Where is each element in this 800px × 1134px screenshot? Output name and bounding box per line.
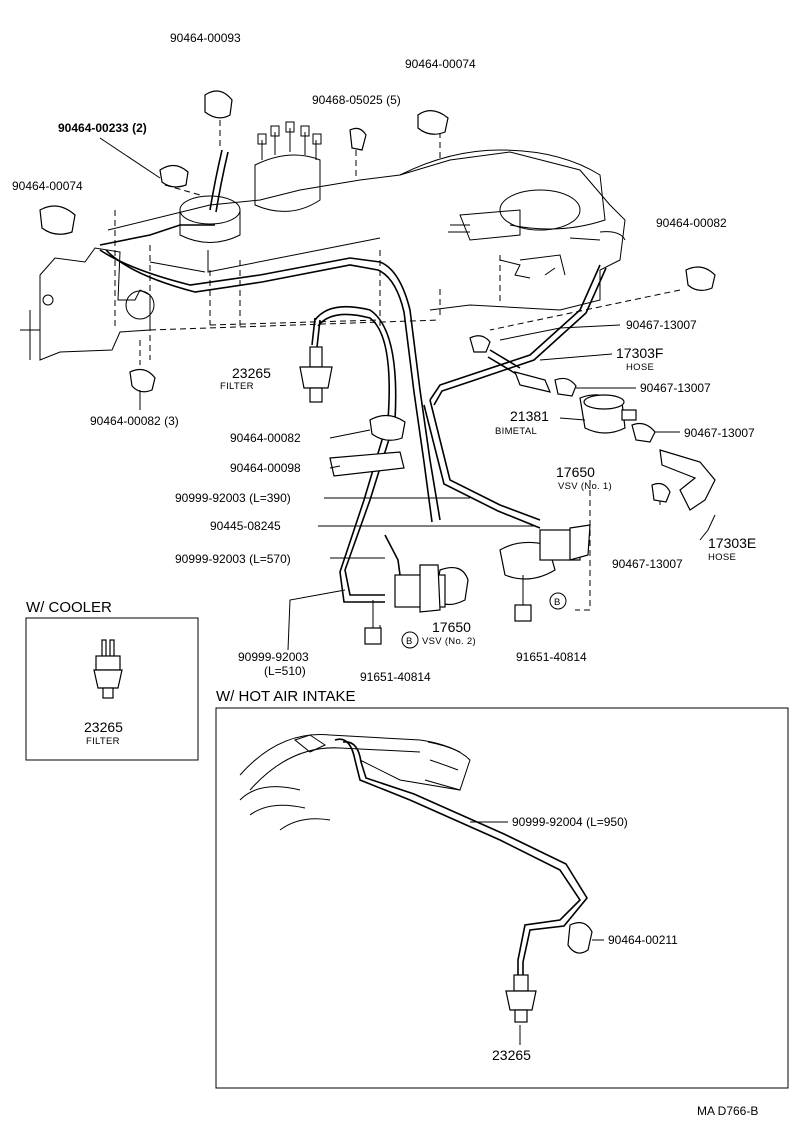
clamp-icon: [39, 205, 76, 235]
filter-component: [299, 346, 333, 403]
b-marker-right: [549, 592, 567, 610]
hot-air-box: [215, 707, 789, 1089]
label-90467-13007-a: 90467-13007: [626, 318, 697, 332]
label-90464-00082-right: 90464-00082: [656, 216, 727, 230]
clamp-icon: [554, 377, 577, 397]
label-17303e-hose: HOSE: [708, 552, 736, 563]
hot-air-title: W/ HOT AIR INTAKE: [216, 688, 355, 705]
label-23265-filter: FILTER: [220, 381, 254, 392]
label-90467-13007-d: 90467-13007: [612, 557, 683, 571]
label-91651-40814-right: 91651-40814: [516, 650, 587, 664]
label-90464-00074-left: 90464-00074: [12, 179, 83, 193]
hot-air-inset: W/ HOT AIR INTAKE 90999-92004 (L=950) 90…: [215, 688, 789, 1089]
clamp-icon: [369, 414, 406, 441]
label-vsv-no1: VSV (No. 1): [558, 481, 612, 492]
label-90468-05025: 90468-05025 (5): [312, 93, 401, 107]
b-marker-left: [401, 631, 419, 649]
label-21381: 21381: [510, 408, 549, 424]
clamp-icon: [567, 922, 593, 954]
clamp-icon: [685, 266, 716, 291]
label-90999-92003-510: 90999-92003: [238, 650, 309, 664]
b-marker-right-text: B: [554, 597, 561, 608]
label-90999-92003-570: 90999-92003 (L=570): [175, 552, 291, 566]
clamp-icon: [349, 127, 367, 151]
clamp-icon: [204, 90, 233, 119]
clamp-icon: [417, 110, 449, 135]
hot-air-part-number: 23265: [492, 1047, 531, 1063]
cooler-title: W/ COOLER: [26, 599, 112, 616]
label-91651-40814-left: 91651-40814: [360, 670, 431, 684]
clamp-icon: [631, 422, 656, 443]
label-90999-92003-390: 90999-92003 (L=390): [175, 491, 291, 505]
clamp-icon: [469, 335, 491, 353]
label-23265: 23265: [232, 365, 271, 381]
label-vsv-no2: VSV (No. 2): [422, 636, 476, 647]
label-90464-00074-top: 90464-00074: [405, 57, 476, 71]
label-21381-bimetal: BIMETAL: [495, 426, 537, 437]
hot-air-filter: [505, 974, 537, 1023]
label-90467-13007-c: 90467-13007: [684, 426, 755, 440]
hot-air-clamp-label: 90464-00211: [608, 933, 678, 947]
cooler-box: [25, 617, 199, 761]
label-90464-00082-mid: 90464-00082: [230, 431, 301, 445]
cooler-inset: W/ COOLER 23265 FILTER: [25, 599, 199, 761]
clamp-icon: [651, 482, 671, 503]
clamp-icons: [39, 90, 716, 503]
distributor-cap: [179, 121, 322, 243]
label-17650-vsv2: 17650: [432, 619, 471, 635]
label-17303f-hose: HOSE: [626, 362, 654, 373]
label-90464-00082-3: 90464-00082 (3): [90, 414, 179, 428]
label-90467-13007-b: 90467-13007: [640, 381, 711, 395]
cooler-filter: [93, 639, 123, 699]
label-17303e: 17303E: [708, 535, 756, 551]
vsv-no2: [364, 564, 469, 645]
clamp-icon: [159, 164, 189, 188]
drawing-code: MA D766-B: [697, 1104, 758, 1118]
callout-labels: 90464-00093 90464-00074 90468-05025 (5) …: [12, 31, 756, 684]
cooler-part-number: 23265: [84, 719, 123, 735]
clamp-icon: [329, 451, 405, 477]
cooler-part-sub: FILTER: [86, 736, 120, 747]
vacuum-tubes: [99, 149, 716, 603]
hot-air-tube-label: 90999-92004 (L=950): [512, 815, 628, 829]
label-17650-vsv1: 17650: [556, 464, 595, 480]
label-17303f: 17303F: [616, 345, 663, 361]
vsv-no1: [499, 524, 591, 622]
label-90464-00093: 90464-00093: [170, 31, 241, 45]
label-90464-00233: 90464-00233 (2): [58, 121, 147, 135]
engine-block: [20, 121, 626, 361]
label-l510: (L=510): [264, 664, 306, 678]
bimetal-valve: [579, 394, 637, 434]
clamp-icon: [129, 368, 156, 393]
label-90445-08245: 90445-08245: [210, 519, 281, 533]
b-marker-left-text: B: [406, 636, 413, 647]
label-90464-00098: 90464-00098: [230, 461, 301, 475]
